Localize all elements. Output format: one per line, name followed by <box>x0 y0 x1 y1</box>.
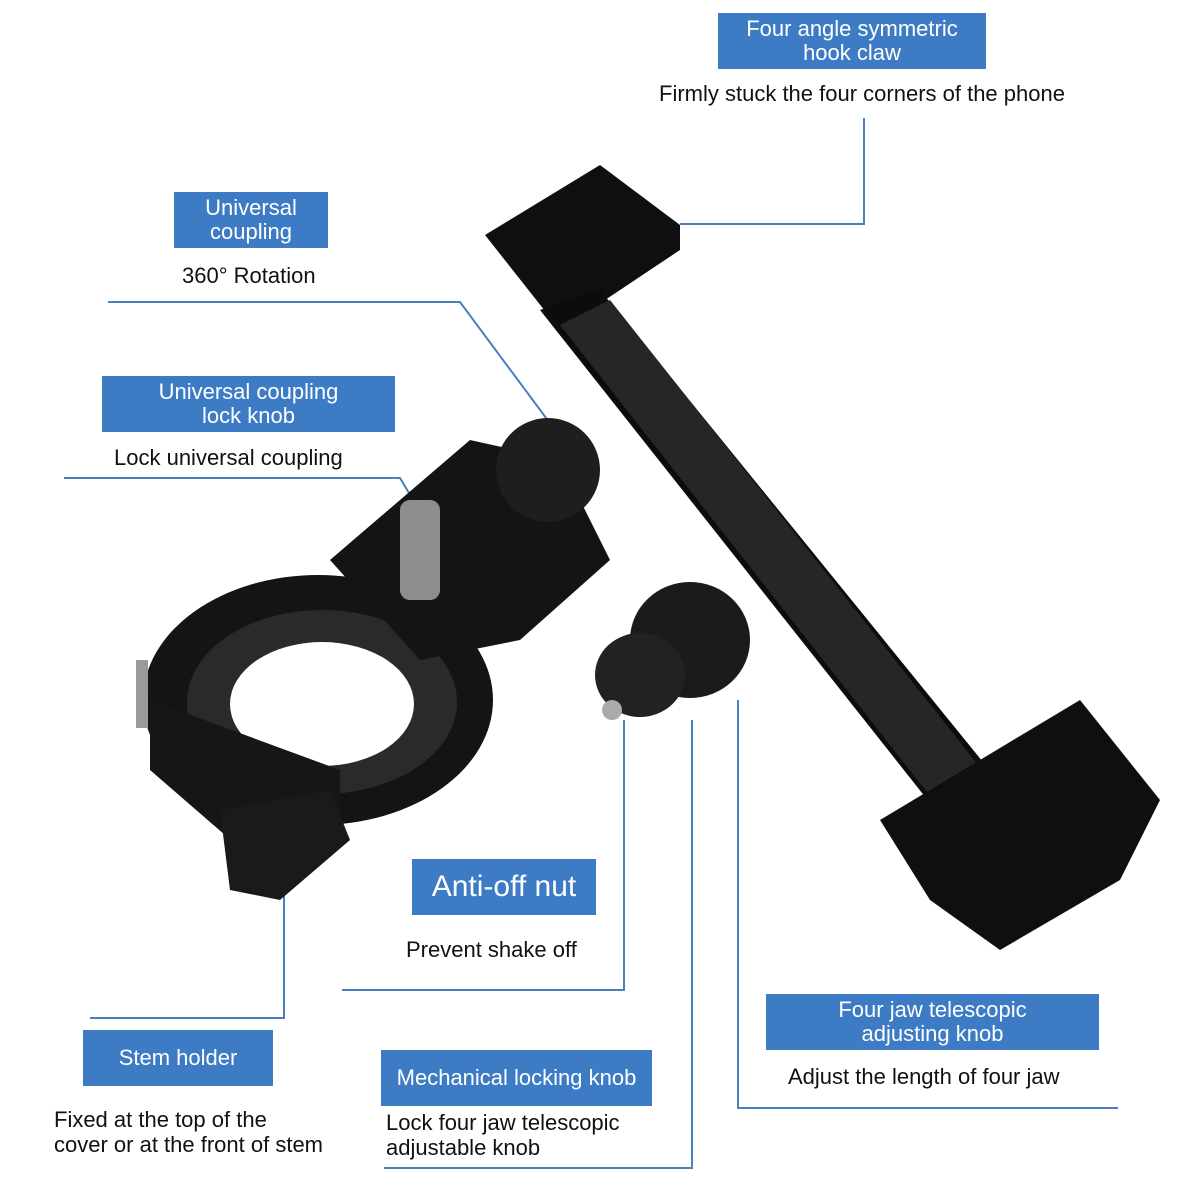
leader-coupling-lock-knob <box>64 477 426 521</box>
label-hook-claw: Four angle symmetric hook claw <box>718 13 986 69</box>
desc-universal-coupling: 360° Rotation <box>182 263 316 288</box>
leader-mechanical-knob <box>384 720 693 1169</box>
leader-anti-off-nut <box>342 720 625 991</box>
label-four-jaw-knob: Four jaw telescopic adjusting knob <box>766 994 1099 1050</box>
lock-knob-metal <box>400 500 440 600</box>
phone-cradle <box>485 165 1160 950</box>
leader-universal-coupling <box>108 301 556 431</box>
desc-stem-holder: Fixed at the top of the cover or at the … <box>54 1107 324 1157</box>
clamp-screw <box>136 660 148 728</box>
leader-stem-holder <box>90 862 285 1019</box>
leader-four-jaw-knob <box>737 700 1118 1109</box>
bottom-claw <box>880 700 1160 950</box>
desc-four-jaw-knob: Adjust the length of four jaw <box>788 1064 1060 1089</box>
label-anti-off-nut: Anti-off nut <box>412 859 596 915</box>
label-coupling-lock-knob: Universal coupling lock knob <box>102 376 395 432</box>
holder-arm <box>330 418 610 660</box>
label-stem-holder: Stem holder <box>83 1030 273 1086</box>
desc-mechanical-knob: Lock four jaw telescopic adjustable knob <box>386 1110 620 1160</box>
top-claw <box>485 165 680 330</box>
desc-coupling-lock-knob: Lock universal coupling <box>114 445 343 470</box>
desc-anti-off-nut: Prevent shake off <box>406 937 577 962</box>
label-mechanical-knob: Mechanical locking knob <box>381 1050 652 1106</box>
coupling-ball <box>496 418 600 522</box>
desc-hook-claw: Firmly stuck the four corners of the pho… <box>659 81 1065 106</box>
telescopic-knobs <box>595 582 750 720</box>
leader-lines <box>64 118 1118 1169</box>
leader-hook-claw <box>680 118 865 225</box>
stem-holder-knob <box>220 790 350 900</box>
label-universal-coupling: Universal coupling <box>174 192 328 248</box>
